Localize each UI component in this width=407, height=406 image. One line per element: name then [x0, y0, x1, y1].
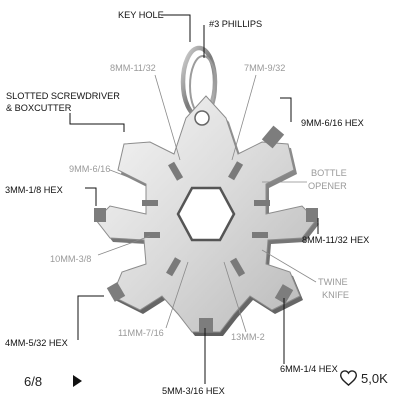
label-3mm-hex: 3MM-1/8 HEX — [5, 185, 97, 206]
svg-text:BOTTLE: BOTTLE — [311, 168, 347, 178]
svg-text:9MM-6/16 HEX: 9MM-6/16 HEX — [301, 118, 364, 128]
svg-text:13MM-2: 13MM-2 — [231, 332, 265, 342]
label-8mm: 8MM-11/32 — [110, 63, 181, 161]
play-icon[interactable] — [73, 375, 82, 387]
hex-tips — [94, 125, 318, 332]
label-key-hole: KEY HOLE — [118, 10, 191, 42]
heart-outline-icon — [340, 370, 357, 386]
label-phillips: #3 PHILLIPS — [203, 19, 262, 58]
label-slotted-screwdriver: SLOTTED SCREWDRIVER & BOXCUTTER — [6, 91, 125, 132]
like-count: 5,0K — [361, 370, 388, 386]
label-4mm-hex: 4MM-5/32 HEX — [5, 295, 104, 348]
label-5mm-hex: 5MM-3/16 HEX — [162, 328, 225, 396]
svg-text:8MM-11/32: 8MM-11/32 — [110, 63, 156, 73]
svg-text:4MM-5/32 HEX: 4MM-5/32 HEX — [5, 338, 68, 348]
label-6mm-hex: 6MM-1/4 HEX — [280, 298, 338, 374]
svg-text:OPENER: OPENER — [308, 181, 347, 191]
label-13mm: 13MM-2 — [223, 261, 265, 342]
wrench-notches — [142, 161, 270, 277]
label-twine-knife: TWINE KNIFE — [261, 249, 349, 300]
key-hole — [194, 110, 210, 126]
label-9mm: 9MM-6/16 — [69, 164, 137, 181]
svg-text:SLOTTED SCREWDRIVER: SLOTTED SCREWDRIVER — [6, 91, 120, 101]
viewer-footer: 6/8 5,0K — [0, 362, 407, 402]
like-button[interactable]: 5,0K — [340, 370, 388, 386]
label-8mm-hex: 8MM-11/32 HEX — [302, 218, 369, 245]
svg-text:6MM-1/4 HEX: 6MM-1/4 HEX — [280, 364, 338, 374]
svg-text:7MM-9/32: 7MM-9/32 — [244, 63, 285, 73]
svg-text:KEY HOLE: KEY HOLE — [118, 10, 164, 20]
label-bottle-opener: BOTTLE OPENER — [262, 168, 347, 191]
svg-text:8MM-11/32 HEX: 8MM-11/32 HEX — [302, 235, 369, 245]
svg-text:KNIFE: KNIFE — [322, 290, 349, 300]
label-11mm: 11MM-7/16 — [118, 261, 189, 338]
svg-text:3MM-1/8 HEX: 3MM-1/8 HEX — [5, 185, 63, 195]
svg-text:TWINE: TWINE — [318, 277, 348, 287]
svg-text:#3 PHILLIPS: #3 PHILLIPS — [209, 19, 262, 29]
center-hex-hole — [176, 186, 236, 242]
label-10mm: 10MM-3/8 — [50, 235, 151, 264]
slide-counter: 6/8 — [24, 374, 43, 389]
svg-text:5MM-3/16 HEX: 5MM-3/16 HEX — [162, 386, 225, 396]
svg-text:11MM-7/16: 11MM-7/16 — [118, 328, 164, 338]
svg-text:& BOXCUTTER: & BOXCUTTER — [6, 103, 72, 113]
label-9mm-hex: 9MM-6/16 HEX — [280, 97, 364, 128]
svg-text:10MM-3/8: 10MM-3/8 — [50, 254, 91, 264]
label-7mm: 7MM-9/32 — [231, 63, 285, 161]
svg-text:9MM-6/16: 9MM-6/16 — [69, 164, 110, 174]
snowflake-multitool — [94, 95, 319, 336]
